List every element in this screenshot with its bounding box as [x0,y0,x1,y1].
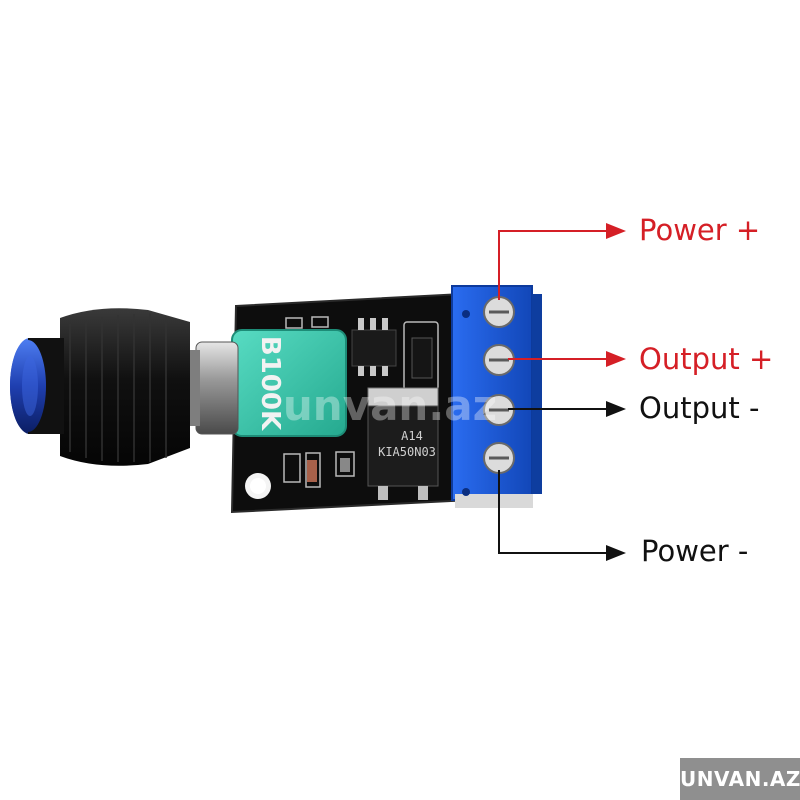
screw-terminals [483,296,515,474]
mosfet-marking-line2: KIA50N03 [378,445,436,459]
label-output-minus: Output - [639,391,760,425]
callout-wires [498,223,626,561]
terminal-block [451,285,542,508]
resistor [307,460,317,482]
mosfet: A14 KIA50N03 [367,387,439,500]
pot-shaft [186,341,239,435]
potentiometer-marking: B100K [255,336,285,431]
ic-chip [351,318,397,376]
label-power-minus: Power - [641,534,749,568]
center-watermark: unvan.az [283,381,497,430]
label-power-plus: Power + [639,213,761,247]
label-output-plus: Output + [639,342,774,376]
rotary-knob [10,308,190,466]
potentiometer: B100K [231,329,347,437]
mosfet-marking-line1: A14 [401,429,423,443]
watermark-badge: UNVAN.AZ [680,758,800,800]
